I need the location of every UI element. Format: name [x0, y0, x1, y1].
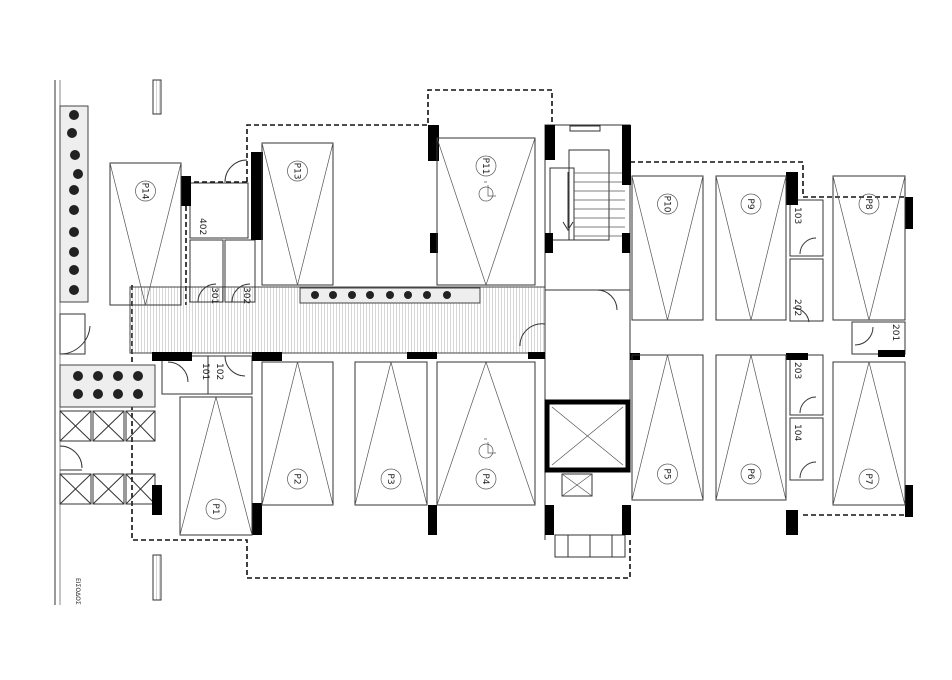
room-label-203: 203: [792, 362, 802, 379]
space-label-circle: [135, 180, 156, 202]
parking-label: P7: [863, 473, 873, 484]
parking-space-p1: P1: [179, 395, 253, 536]
bay-marking: [179, 395, 253, 536]
room-labels: 402 301 302 101 102 103 202 201 203 104: [197, 207, 900, 441]
ramp-marker-bottom: [152, 554, 162, 601]
storage-rooms-right: [519, 199, 906, 481]
parking-label: P6: [745, 468, 755, 479]
parking-label: P8: [863, 198, 873, 209]
bay-marking: [715, 175, 787, 321]
space-label-circle: [380, 468, 402, 490]
parking-space-p8: P8: [832, 175, 906, 321]
parking-space-p3: P3: [354, 361, 428, 506]
parking-label: P1: [210, 503, 220, 514]
bay-marking: [436, 360, 536, 506]
parking-label: P13: [292, 163, 302, 180]
room-label-103: 103: [792, 207, 802, 224]
parking-label: P5: [662, 468, 672, 479]
room-label-101: 101: [200, 363, 210, 380]
wheelchair-icon: [478, 181, 496, 202]
lower-planter-plants: [73, 371, 143, 399]
room-label-301: 301: [209, 287, 219, 304]
parking-space-p10: P10: [631, 175, 704, 321]
parking-label: P14: [140, 183, 150, 200]
room-label-402: 402: [197, 218, 207, 235]
bay-marking: [832, 175, 906, 321]
bay-marking: [354, 361, 428, 506]
space-label-circle: [740, 193, 762, 215]
room-label-201: 201: [890, 324, 900, 341]
ramp-marker-top: [152, 79, 162, 115]
storage-rooms-left: [161, 159, 256, 395]
room-label-104: 104: [792, 424, 802, 441]
parking-label: P11: [480, 158, 490, 175]
corridor-plants: [311, 291, 451, 299]
parking-label: P2: [292, 473, 302, 484]
space-label-circle: [287, 160, 308, 182]
parking-label: P10: [662, 196, 672, 213]
parking-label: P4: [480, 473, 490, 484]
parking-space-p14: P14: [109, 162, 182, 306]
parking-label: P9: [745, 198, 755, 209]
entrance-label: ΕΙΣΟΔΟΣ: [74, 578, 81, 605]
space-label-circle: [858, 193, 880, 215]
bay-marking: [261, 142, 334, 286]
entrance-door-icon: [59, 313, 91, 355]
room-label-202: 202: [792, 299, 802, 316]
space-label-circle: [657, 463, 678, 485]
left-planter-plants: [67, 110, 83, 295]
parking-label: P3: [385, 473, 395, 484]
bay-marking: [715, 354, 787, 501]
room-label-102: 102: [214, 363, 224, 380]
parking-space-p2: P2: [261, 361, 334, 506]
bay-marking: [631, 175, 704, 321]
parking-space-p9: P9: [715, 175, 787, 321]
bay-marking: [436, 137, 536, 287]
space-label-circle: [287, 468, 308, 490]
site-boundary: [54, 80, 61, 605]
elevator-shaft: [544, 399, 631, 497]
space-label-circle: [475, 155, 497, 177]
columns: [152, 125, 913, 535]
bay-marking: [261, 361, 334, 506]
bay-marking: [109, 162, 182, 306]
space-label-circle: [858, 468, 880, 490]
space-label-circle: [205, 498, 227, 520]
space-label-circle: [475, 468, 497, 490]
space-label-circle: [740, 463, 762, 485]
parking-space-p5: P5: [631, 354, 704, 501]
bay-marking: [631, 354, 704, 501]
wheelchair-icon: [478, 438, 496, 459]
space-label-circle: [657, 193, 678, 215]
parking-space-p11: P11: [436, 137, 536, 287]
bay-marking: [832, 361, 906, 506]
lower-planter: [59, 364, 156, 408]
left-planter: [59, 105, 89, 303]
exit-doors: [554, 534, 626, 558]
parking-space-p6: P6: [715, 354, 787, 501]
parking-space-p4: P4: [436, 360, 536, 506]
storage-units: [59, 410, 156, 505]
room-label-302: 302: [241, 287, 251, 304]
parking-space-p7: P7: [832, 361, 906, 506]
stair-core: [544, 124, 631, 291]
parking-space-p13: P13: [261, 142, 334, 286]
